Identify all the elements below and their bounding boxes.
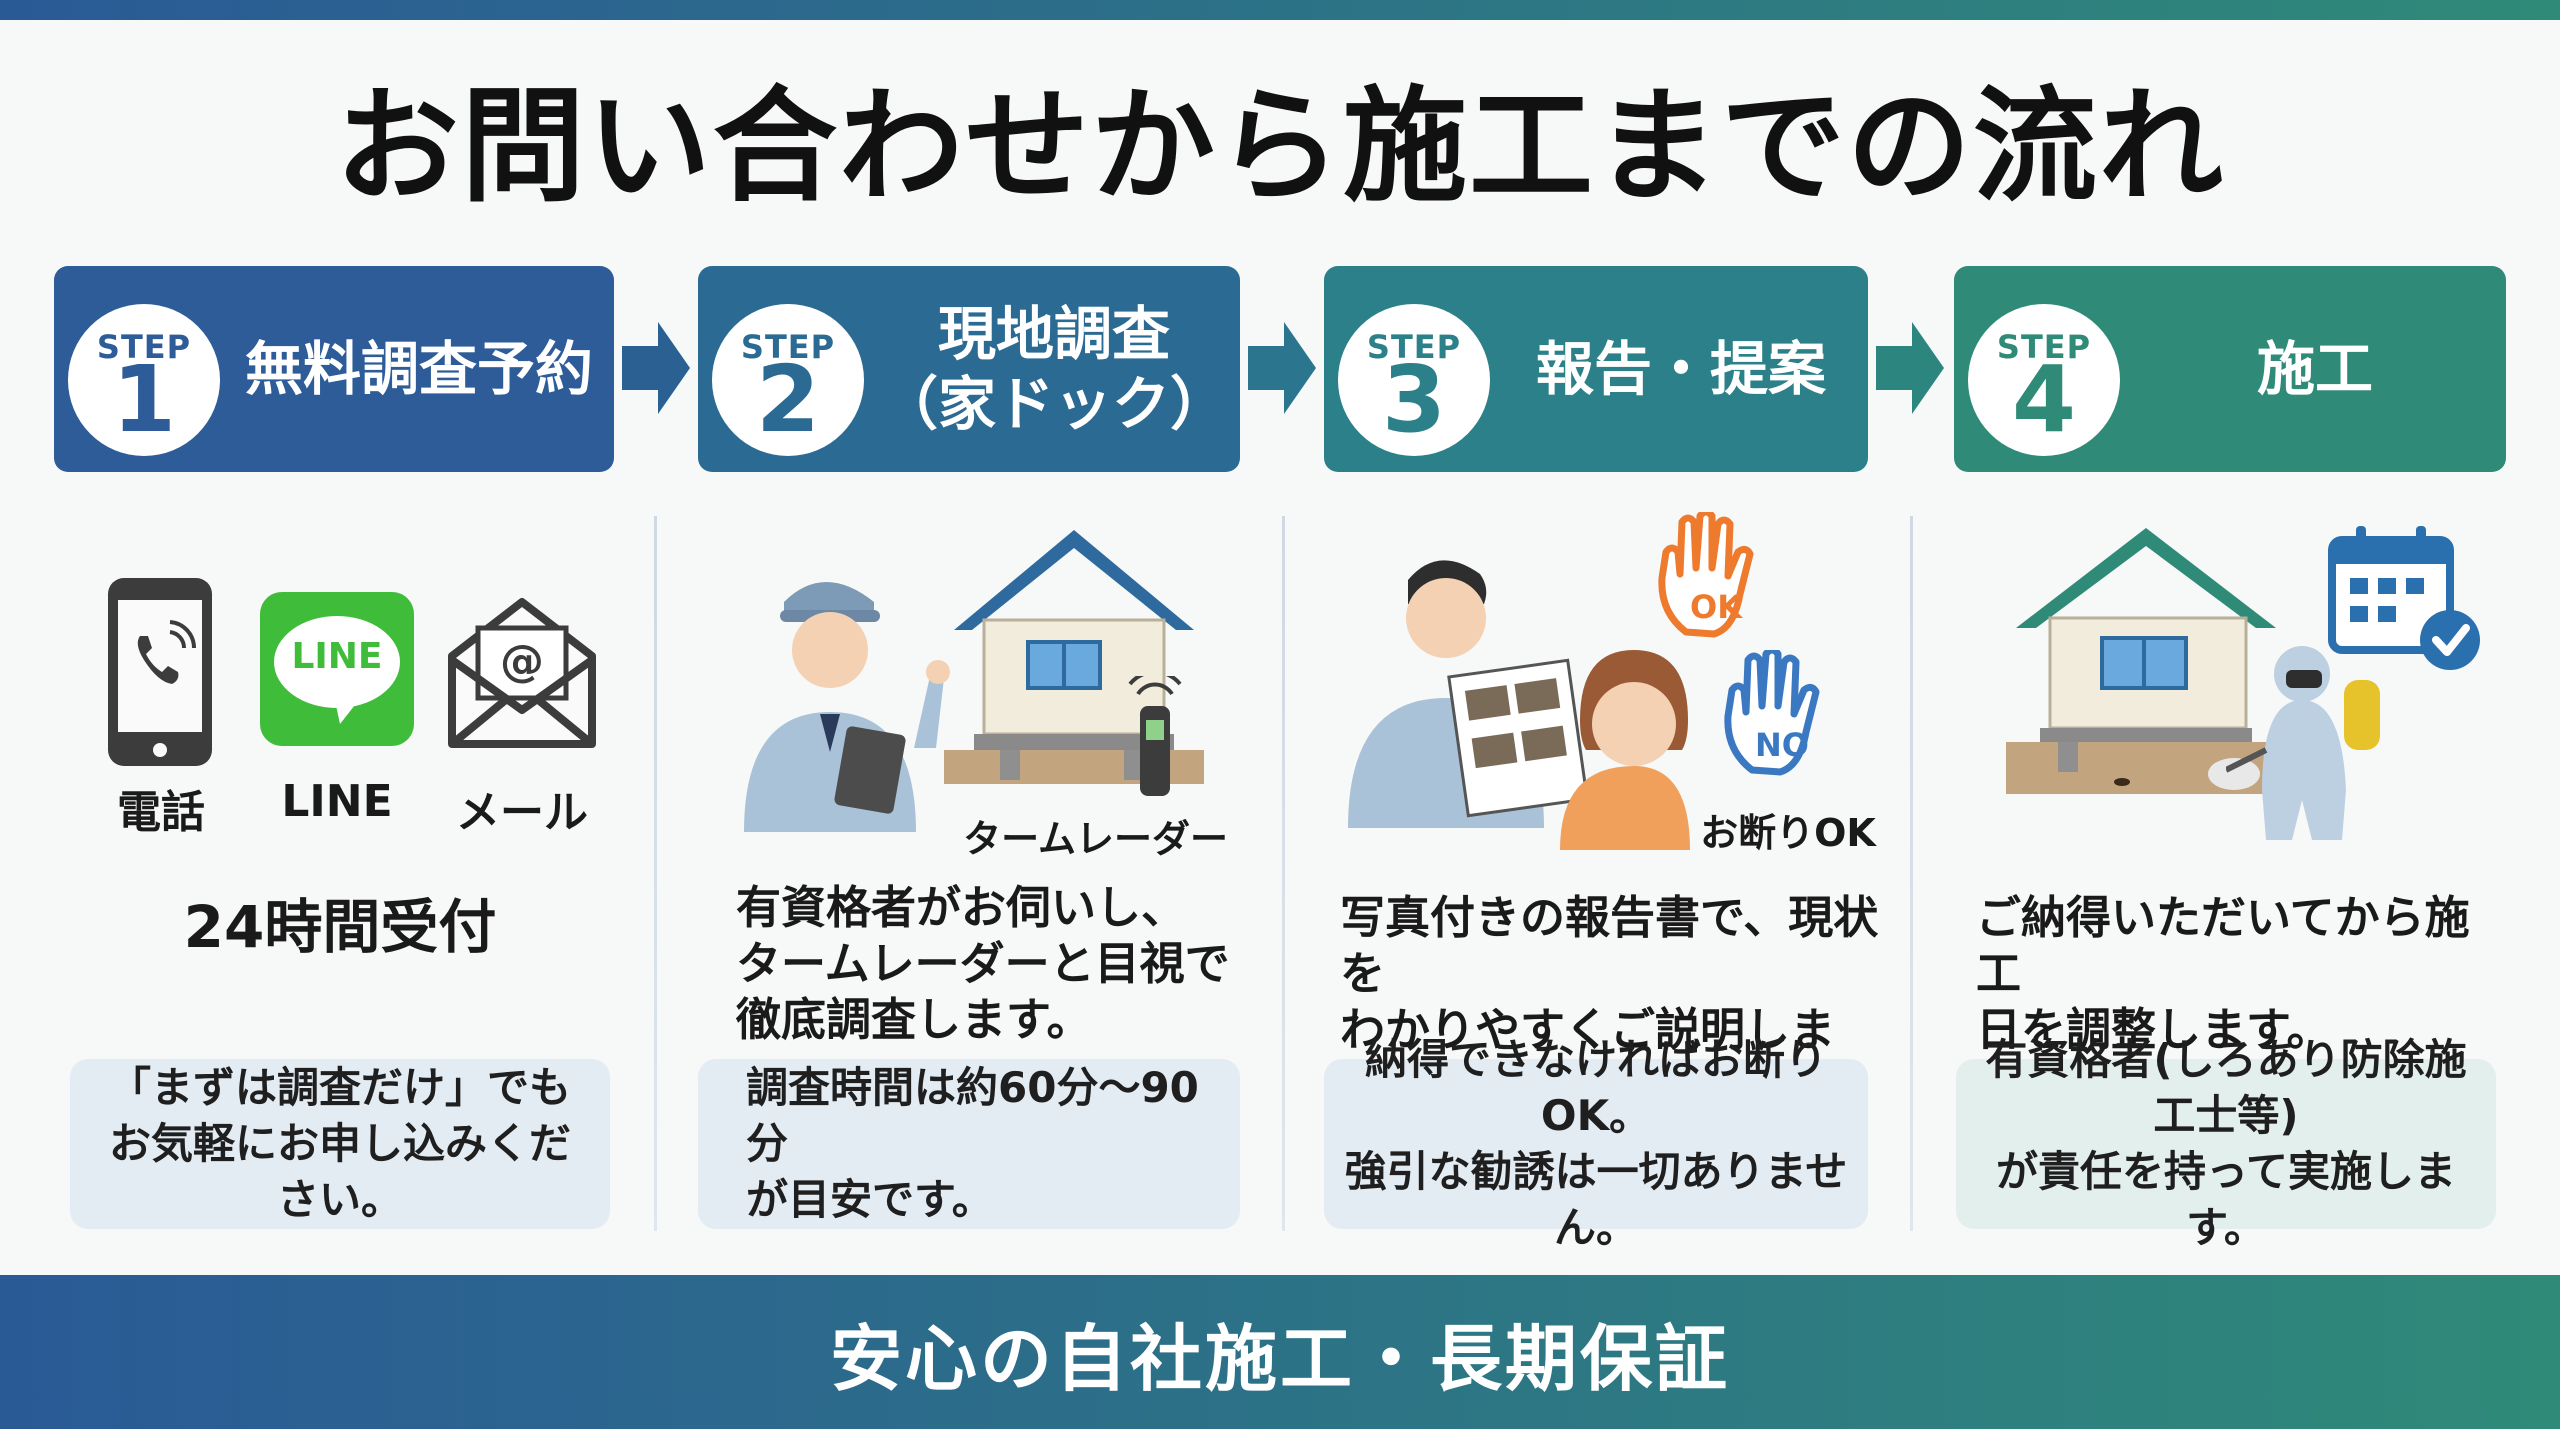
reception-hours: 24時間受付 — [183, 893, 497, 961]
no-hand-icon: NO — [1724, 650, 1820, 776]
arrow-right-icon — [1248, 322, 1316, 414]
ok-text: OK — [1690, 588, 1743, 626]
line-bubble-tail — [334, 696, 362, 724]
step-number: 4 — [2011, 346, 2076, 453]
step-number: 2 — [755, 346, 820, 453]
ok-hand-icon: OK — [1658, 512, 1754, 638]
step-3-label: 報告・提案 — [1535, 335, 1826, 403]
step-2-note: 調査時間は約60分〜90分 が目安です。 — [698, 1059, 1240, 1229]
house-under-treatment-icon — [2006, 528, 2286, 794]
step-2-label: 現地調査 （家ドック） — [879, 300, 1228, 438]
step-word: STEP — [96, 328, 192, 366]
no-text: NO — [1755, 726, 1809, 764]
consultant-person-illustration — [1348, 560, 1589, 828]
footer-banner: 安心の自社施工・長期保証 — [0, 1275, 2560, 1429]
step-3-badge: STEP 3 — [1338, 304, 1490, 456]
step-2-badge: STEP 2 — [712, 304, 864, 456]
exterminator-person-illustration — [2226, 646, 2380, 840]
step-number: 3 — [1381, 346, 1446, 453]
step-1-header: STEP 1 無料調査予約 — [54, 266, 614, 472]
page-title: お問い合わせから施工までの流れ — [334, 75, 2225, 219]
line-logo-text: LINE — [291, 636, 383, 677]
house-icon — [944, 530, 1204, 784]
step-3-header: STEP 3 報告・提案 — [1324, 266, 1868, 472]
contact-label-phone: 電話 — [117, 787, 205, 838]
step-2-description: 有資格者がお伺いし、 タームレーダーと目視で 徹底調査します。 — [736, 881, 1230, 1046]
step-1-note: 「まずは調査だけ」でも お気軽にお申し込みください。 — [70, 1059, 610, 1229]
step-4-label: 施工 — [2256, 335, 2373, 403]
line-app-icon: LINE — [260, 592, 414, 746]
column-divider — [654, 516, 657, 1231]
step-word: STEP — [1366, 328, 1462, 366]
customer-person-illustration — [1560, 650, 1690, 850]
termite-radar-device-icon — [1128, 676, 1182, 796]
inspector-person-illustration — [744, 582, 950, 832]
svg-text:@: @ — [500, 636, 544, 687]
step-word: STEP — [740, 328, 836, 366]
step-4-header: STEP 4 施工 — [1954, 266, 2506, 472]
envelope-icon: @ — [448, 598, 596, 748]
step-word: STEP — [1996, 328, 2092, 366]
arrow-right-icon — [1876, 322, 1944, 414]
step-number: 1 — [111, 346, 176, 453]
contact-label-line: LINE — [281, 776, 393, 827]
calendar-check-icon — [2328, 526, 2480, 670]
decline-ok-label: お断りOK — [1700, 811, 1876, 855]
column-divider — [1282, 516, 1285, 1231]
smartphone-icon — [108, 578, 212, 766]
step-2-header: STEP 2 現地調査 （家ドック） — [698, 266, 1240, 472]
step-4-note: 有資格者(しろあり防除施工士等) が責任を持って実施します。 — [1956, 1035, 2496, 1252]
column-divider — [1910, 516, 1913, 1231]
step-3-note: 納得できなければお断りOK。 強引な勧誘は一切ありません。 — [1324, 1035, 1868, 1252]
top-accent-bar — [0, 0, 2560, 20]
step-1-label: 無料調査予約 — [244, 335, 593, 403]
line-speech-bubble — [274, 616, 400, 708]
step-4-description: ご納得いただいてから施工 日を調整します。 — [1976, 891, 2470, 1056]
device-label: タームレーダー — [963, 817, 1228, 861]
contact-label-mail: メール — [456, 787, 588, 838]
step-4-badge: STEP 4 — [1968, 304, 2120, 456]
arrow-right-icon — [622, 322, 690, 414]
step-1-badge: STEP 1 — [68, 304, 220, 456]
